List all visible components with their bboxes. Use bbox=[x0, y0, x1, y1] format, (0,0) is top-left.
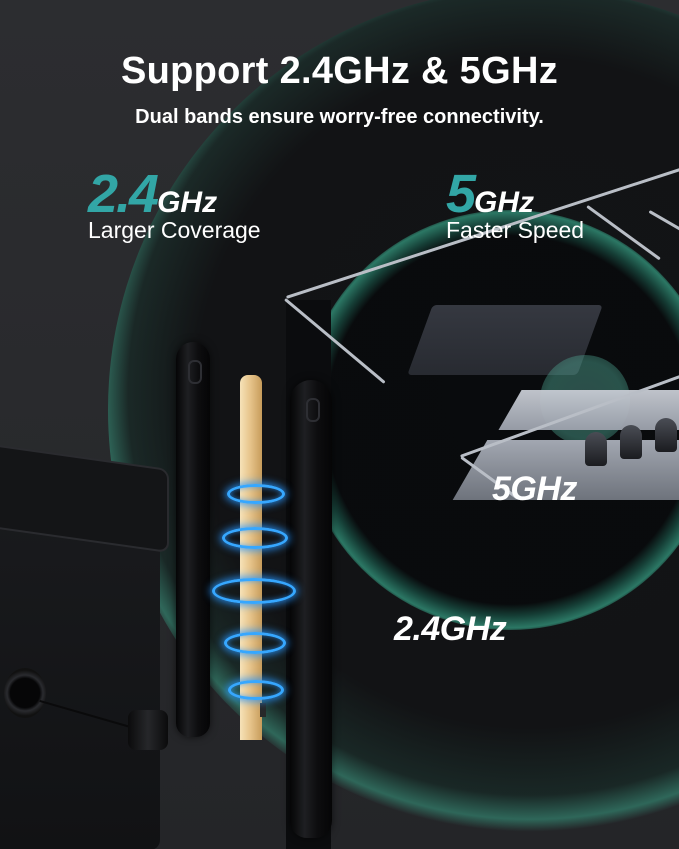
signal-ring-icon bbox=[212, 578, 296, 604]
headline-title: Support 2.4GHz & 5GHz bbox=[120, 50, 558, 92]
band-caption: Faster Speed bbox=[446, 217, 585, 243]
chair bbox=[655, 418, 677, 452]
antenna-shell-right bbox=[290, 380, 332, 838]
band-number: 5 bbox=[446, 164, 476, 224]
signal-ring-icon bbox=[224, 632, 286, 654]
antenna-shell-left bbox=[176, 342, 210, 737]
coverage-label-5ghz: 5GHz bbox=[492, 470, 577, 508]
signal-ring-icon bbox=[228, 680, 284, 700]
chair bbox=[585, 432, 607, 466]
antenna-hinge-icon bbox=[188, 360, 202, 384]
band-number: 2.4 bbox=[88, 164, 159, 224]
sma-connector bbox=[128, 710, 168, 750]
band-2-4ghz: 2.4GHz Larger Coverage bbox=[88, 163, 261, 244]
headline-subtitle: Dual bands ensure worry-free connectivit… bbox=[135, 106, 544, 128]
band-5ghz: 5GHz Faster Speed bbox=[446, 163, 584, 244]
signal-ring-icon bbox=[227, 484, 285, 504]
band-caption: Larger Coverage bbox=[88, 217, 261, 243]
band-unit: GHz bbox=[474, 186, 535, 219]
chair bbox=[620, 425, 642, 459]
signal-ring-icon bbox=[222, 527, 288, 549]
band-unit: GHz bbox=[157, 186, 218, 219]
antenna-port bbox=[4, 668, 46, 718]
antenna-hinge-icon bbox=[306, 398, 320, 422]
coverage-label-2-4ghz: 2.4GHz bbox=[394, 610, 507, 648]
